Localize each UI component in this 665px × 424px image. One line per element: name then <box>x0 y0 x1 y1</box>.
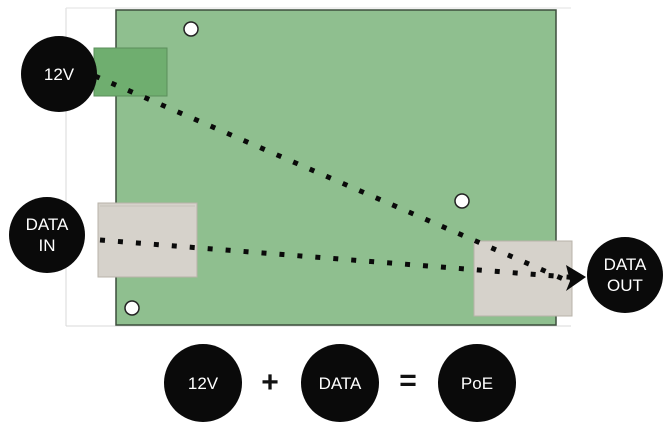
mounting-hole-bottom <box>124 300 140 316</box>
arrowhead-icon <box>566 265 586 291</box>
power-connector <box>93 47 168 97</box>
equation-result-poe-label: PoE <box>460 373 494 393</box>
equation-term-data: DATA <box>301 344 379 422</box>
data-out-label-line2: OUT <box>607 276 643 295</box>
mounting-hole-middle <box>454 193 470 209</box>
data-out-badge: DATA OUT <box>587 237 663 313</box>
power-in-badge: 12V <box>21 36 97 112</box>
data-in-badge: DATA IN <box>9 197 85 273</box>
data-in-port <box>97 202 198 278</box>
mounting-hole-top <box>183 21 199 37</box>
power-in-label: 12V <box>43 64 75 84</box>
plus-sign: + <box>261 366 279 399</box>
data-out-label-line1: DATA <box>603 255 647 274</box>
data-in-label-line1: DATA <box>25 215 69 234</box>
equation-term-12v: 12V <box>164 344 242 422</box>
data-in-label-line2: IN <box>38 236 56 255</box>
equation-result-poe: PoE <box>438 344 516 422</box>
equation-term-data-label: DATA <box>318 373 362 393</box>
equation-term-12v-label: 12V <box>187 373 219 393</box>
equals-sign: = <box>399 364 417 397</box>
data-out-port <box>473 240 573 317</box>
